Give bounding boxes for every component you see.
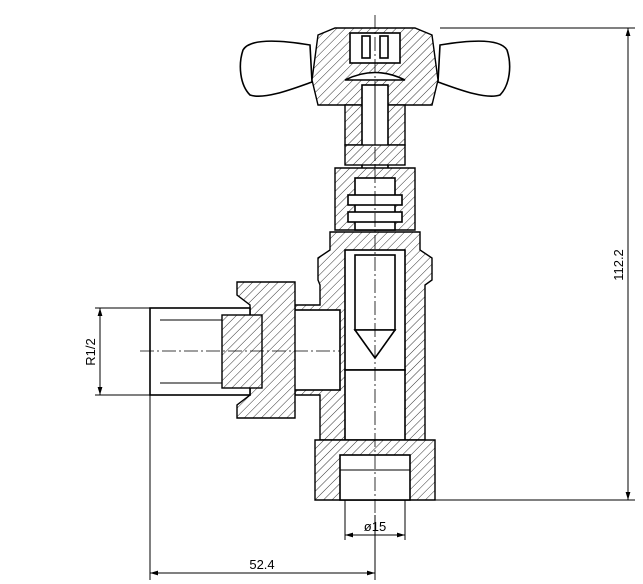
- length-label: 52.4: [249, 557, 274, 572]
- dimension-length: 52.4: [149, 395, 376, 580]
- thread-label: R1/2: [83, 338, 98, 365]
- dimension-height: 112.2: [435, 27, 635, 501]
- dimension-thread: R1/2: [83, 307, 150, 396]
- tail-union: [149, 281, 296, 419]
- height-label: 112.2: [611, 249, 626, 281]
